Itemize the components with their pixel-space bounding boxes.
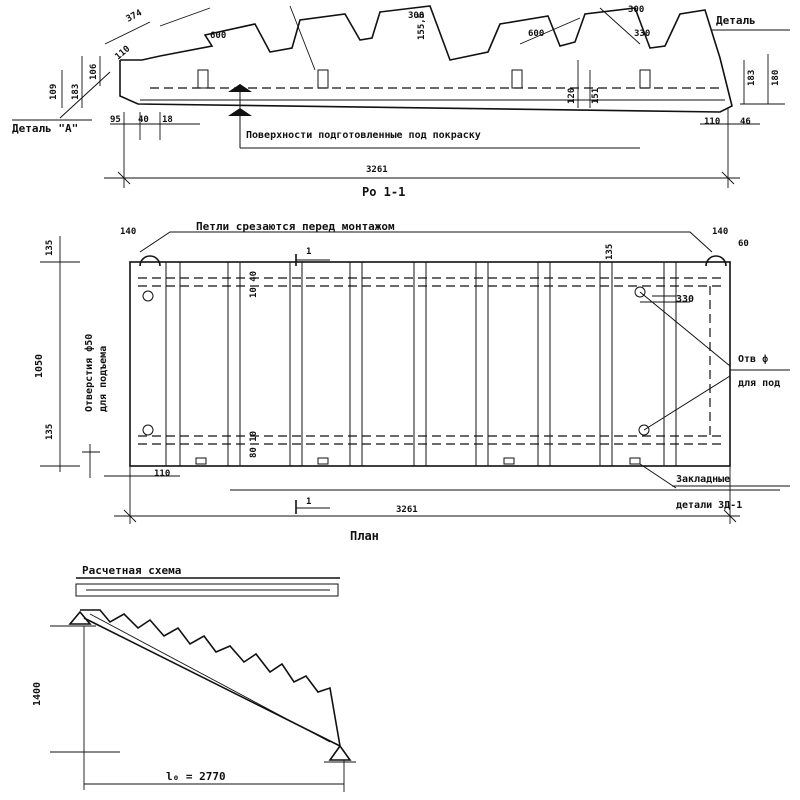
embed-plate-3 <box>503 457 515 465</box>
plan-dim-inner-135: 135 <box>605 244 615 260</box>
right-hole-leader-2 <box>643 375 731 431</box>
loop-right <box>705 255 727 267</box>
dim-mid-151: 151 <box>591 88 601 104</box>
plan-dim-inner-330: 330 <box>676 294 694 305</box>
plan-dim-135-bottom: 135 <box>45 424 55 440</box>
section-plate-4 <box>639 69 651 89</box>
scheme-axis-line <box>89 613 331 743</box>
dim-line-600a <box>159 7 211 27</box>
loop-left <box>139 255 161 267</box>
dim-left-106: 106 <box>89 64 99 80</box>
dim-330: 330 <box>634 29 650 39</box>
surface-note: Поверхности подготовленные под покраску <box>246 130 481 141</box>
plan-dim-inner-top: 10 40 <box>249 271 259 298</box>
plan-caption: План <box>350 529 379 543</box>
right-note-1: Отв ф <box>738 353 768 365</box>
dim-left-109: 109 <box>49 84 59 100</box>
dim-right-183: 183 <box>747 70 757 86</box>
detail-right-label: Деталь <box>716 14 756 27</box>
plan-dim-left-140: 140 <box>120 227 136 237</box>
dim-line-600b <box>519 17 581 45</box>
section-caption: Ро 1-1 <box>362 185 405 199</box>
dim-line-300b <box>599 7 641 45</box>
embed-note-1: Закладные <box>676 474 730 485</box>
plan-view: Петли срезаются перед монтажом 140 140 6… <box>34 220 790 543</box>
loop-leader <box>139 231 713 253</box>
holes-note-2: для подъема <box>98 346 109 412</box>
dim-line-300 <box>289 5 316 71</box>
lifting-hole-2 <box>142 424 154 436</box>
section-total-dim: 3261 <box>366 165 388 175</box>
step-ribs <box>165 262 677 466</box>
detail-a-label: Деталь "А" <box>12 122 78 135</box>
scheme-stair-profile <box>80 609 341 747</box>
plan-dim-right-140: 140 <box>712 227 728 237</box>
scheme-span: l₀ = 2770 <box>166 770 226 783</box>
dim-600b: 600 <box>528 29 544 39</box>
plan-dim-1050: 1050 <box>34 354 45 378</box>
lifting-hole-3 <box>634 286 646 298</box>
tick-total-right <box>721 171 735 185</box>
tick-plan-right <box>723 509 737 523</box>
calc-scheme: Расчетная схема 1400 l₀ = 2770 <box>32 564 356 792</box>
section-view: Деталь "А" Деталь Поверхности подготовле… <box>12 5 790 199</box>
dim-bottom-46: 46 <box>740 117 751 127</box>
embed-plate-1 <box>195 457 207 465</box>
lifting-hole-1 <box>142 290 154 302</box>
embed-note-2: детали ЗД-1 <box>676 500 742 511</box>
dim-bottom-18: 18 <box>162 115 173 125</box>
tick-total-left <box>117 171 131 185</box>
dim-300: 300 <box>408 11 424 21</box>
right-note-2: для под <box>738 378 780 389</box>
embed-leader <box>639 463 677 489</box>
embed-plate-4 <box>629 457 641 465</box>
lifting-hole-4 <box>638 424 650 436</box>
dim-155: 155,5 <box>417 13 427 40</box>
dim-bottom-110: 110 <box>704 117 720 127</box>
scheme-height: 1400 <box>32 682 43 706</box>
holes-note-1: Отверстия ф50 <box>83 334 95 412</box>
stair-profile <box>119 5 733 113</box>
dim-300b: 300 <box>628 5 644 15</box>
embed-plate-2 <box>317 457 329 465</box>
dim-bottom-40: 40 <box>138 115 149 125</box>
section-plate-3 <box>511 69 523 89</box>
dim-right-180: 180 <box>771 70 781 86</box>
dim-left-183: 183 <box>71 84 81 100</box>
section-plate-2 <box>317 69 329 89</box>
plan-dim-135-top: 135 <box>45 240 55 256</box>
support-bottom <box>328 744 352 761</box>
detail-a-leader <box>59 71 111 119</box>
scheme-beam-bar <box>75 583 339 597</box>
plan-dim-right-60: 60 <box>738 239 749 249</box>
dim-600a: 600 <box>210 31 226 41</box>
plan-section-mark-top: 1 <box>306 247 311 257</box>
dim-mid-120: 120 <box>567 88 577 104</box>
slab-outline <box>129 261 731 467</box>
right-hole-leader-1 <box>639 291 731 367</box>
loop-note: Петли срезаются перед монтажом <box>196 220 395 233</box>
support-top <box>68 610 92 625</box>
dim-line-374 <box>104 21 151 45</box>
dim-374: 374 <box>125 8 145 25</box>
scheme-title: Расчетная схема <box>82 564 181 577</box>
plan-section-mark-bottom: 1 <box>306 497 311 507</box>
dim-bottom-95: 95 <box>110 115 121 125</box>
plan-dim-bottom-110: 110 <box>154 469 170 479</box>
plan-total-dim: 3261 <box>396 505 418 515</box>
section-plate-1 <box>197 69 209 89</box>
plan-dim-inner-bottom: 80 10 <box>249 431 259 458</box>
tick-plan-left <box>123 509 137 523</box>
